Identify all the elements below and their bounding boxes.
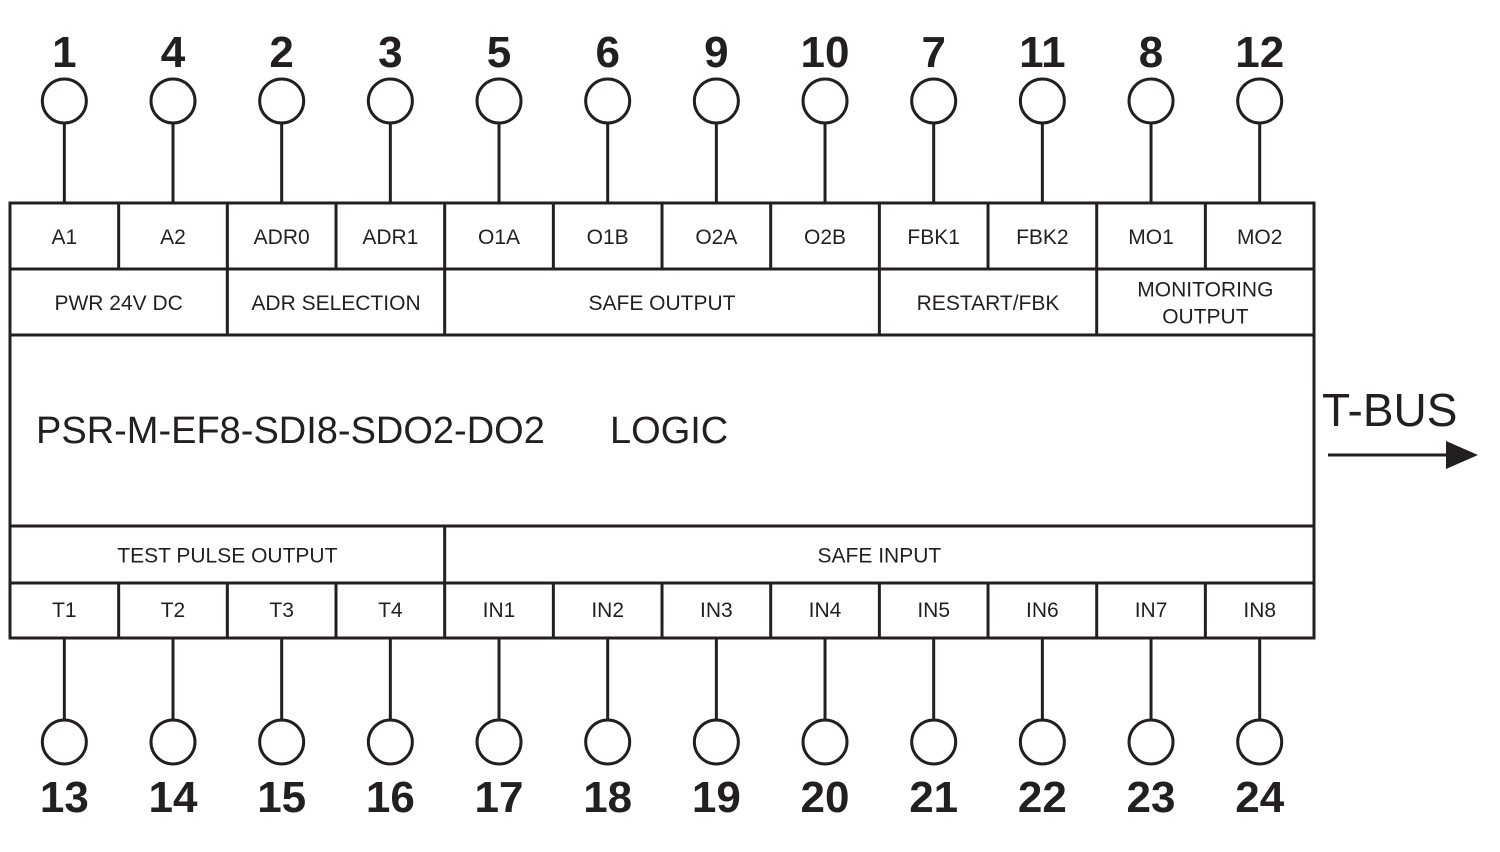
bottom-terminal-label: IN5 <box>917 599 950 622</box>
bottom-terminal-label: T2 <box>161 599 186 622</box>
bottom-terminal-label: IN3 <box>700 599 733 622</box>
bottom-terminal-label: T3 <box>269 599 294 622</box>
t-bus-label: T-BUS <box>1322 384 1457 436</box>
top-terminal-label: MO2 <box>1237 226 1283 249</box>
top-terminal-label: O2A <box>695 226 737 249</box>
top-terminal-label: O2B <box>804 226 846 249</box>
top-terminal-label: ADR1 <box>362 226 418 249</box>
top-pin-terminal-circle <box>584 77 632 125</box>
top-pin-terminal-circle <box>40 77 88 125</box>
top-pin-number: 1 <box>52 28 76 77</box>
module-type-label: LOGIC <box>610 410 728 452</box>
bottom-terminal-label: IN6 <box>1026 599 1059 622</box>
bottom-pin-number: 17 <box>475 773 524 822</box>
bottom-function-groups: TEST PULSE OUTPUT SAFE INPUT <box>117 526 941 583</box>
bottom-terminal-label: IN2 <box>591 599 624 622</box>
bottom-terminal-labels: T1 T2 T3 T4 IN1 IN2 IN3 IN4 IN5 IN6 IN7 IN8 <box>52 583 1276 638</box>
module-model-label: PSR-M-EF8-SDI8-SDO2-DO2 <box>36 410 545 452</box>
top-pin-terminal-circle <box>1127 77 1175 125</box>
bottom-pin-number: 22 <box>1018 773 1067 822</box>
top-terminal-label: O1A <box>478 226 520 249</box>
top-pin-number: 8 <box>1139 28 1163 77</box>
bottom-pin-terminal-circle <box>910 718 958 766</box>
bottom-group-label: TEST PULSE OUTPUT <box>117 545 337 568</box>
bottom-pin-number: 23 <box>1127 773 1176 822</box>
bottom-pin-number: 16 <box>366 773 415 822</box>
bottom-pin-terminal-circle <box>1236 718 1284 766</box>
bottom-group-label: SAFE INPUT <box>818 545 942 568</box>
bottom-pin-terminal-circle <box>149 718 197 766</box>
bottom-pin-number: 20 <box>801 773 850 822</box>
top-pin-terminal-circle <box>475 77 523 125</box>
top-terminal-label: A1 <box>51 226 77 249</box>
top-group-label: MONITORING <box>1137 279 1273 302</box>
bottom-terminal-label: IN4 <box>809 599 842 622</box>
top-pin-terminal-circle <box>1018 77 1066 125</box>
top-pin-number: 2 <box>269 28 293 77</box>
bottom-pin-number: 15 <box>257 773 306 822</box>
bottom-pin-terminal-circle <box>801 718 849 766</box>
top-pin-terminal-circle <box>801 77 849 125</box>
top-pin-number: 9 <box>704 28 728 77</box>
top-pin-number: 10 <box>801 28 850 77</box>
top-terminal-label: FBK2 <box>1016 226 1069 249</box>
bottom-terminal-label: IN7 <box>1135 599 1168 622</box>
bottom-pin-terminal-circle <box>1018 718 1066 766</box>
bottom-pin-number: 18 <box>583 773 632 822</box>
top-pin-terminal-circle <box>366 77 414 125</box>
bottom-pin-number: 19 <box>692 773 741 822</box>
top-pin-terminal-circle <box>149 77 197 125</box>
bottom-pin-terminal-circle <box>366 718 414 766</box>
top-pin-terminal-circle <box>910 77 958 125</box>
top-group-label: ADR SELECTION <box>251 292 420 315</box>
top-pin-terminal-circle <box>692 77 740 125</box>
top-pin-terminal-circle <box>258 77 306 125</box>
bottom-pin-terminal-circle <box>40 718 88 766</box>
top-terminal-label: MO1 <box>1128 226 1174 249</box>
bottom-terminal-label: IN1 <box>483 599 516 622</box>
top-terminal-label: ADR0 <box>254 226 310 249</box>
top-pin-number: 7 <box>921 28 945 77</box>
bottom-pin-number: 21 <box>909 773 958 822</box>
bottom-terminal-label: T1 <box>52 599 77 622</box>
top-terminal-label: O1B <box>587 226 629 249</box>
top-pin-terminal-circle <box>1236 77 1284 125</box>
top-function-groups: PWR 24V DC ADR SELECTION SAFE OUTPUT RESTAR… <box>54 269 1273 335</box>
top-pin-number: 3 <box>378 28 402 77</box>
top-group-label: RESTART/FBK <box>917 292 1060 315</box>
bottom-terminal-label: IN8 <box>1243 599 1276 622</box>
top-terminal-label: FBK1 <box>907 226 960 249</box>
bottom-terminal-label: T4 <box>378 599 403 622</box>
top-group-label: PWR 24V DC <box>54 292 182 315</box>
top-group-label: SAFE OUTPUT <box>589 292 736 315</box>
bottom-pin-number: 14 <box>149 773 198 822</box>
bottom-pin-number: 13 <box>40 773 89 822</box>
top-pin-number: 6 <box>595 28 619 77</box>
t-bus-arrow-head <box>1446 441 1478 469</box>
top-terminal-labels: A1 A2 ADR0 ADR1 O1A O1B O2A O2B FBK1 FBK2 MO1 MO2 <box>51 203 1282 269</box>
top-group-label: OUTPUT <box>1162 306 1249 329</box>
top-pin-number: 5 <box>487 28 511 77</box>
top-terminal-pins: 1 4 2 3 5 6 9 10 7 11 8 12 <box>40 28 1284 203</box>
bottom-pin-number: 24 <box>1235 773 1284 822</box>
bottom-terminal-pins: 13 14 15 16 17 18 19 20 21 22 23 24 <box>40 638 1285 822</box>
top-pin-number: 4 <box>161 28 186 77</box>
bottom-pin-terminal-circle <box>584 718 632 766</box>
top-pin-number: 12 <box>1235 28 1284 77</box>
top-pin-number: 11 <box>1019 28 1066 77</box>
bottom-pin-terminal-circle <box>475 718 523 766</box>
bottom-pin-terminal-circle <box>1127 718 1175 766</box>
bottom-pin-terminal-circle <box>692 718 740 766</box>
bottom-pin-terminal-circle <box>258 718 306 766</box>
top-terminal-label: A2 <box>160 226 186 249</box>
